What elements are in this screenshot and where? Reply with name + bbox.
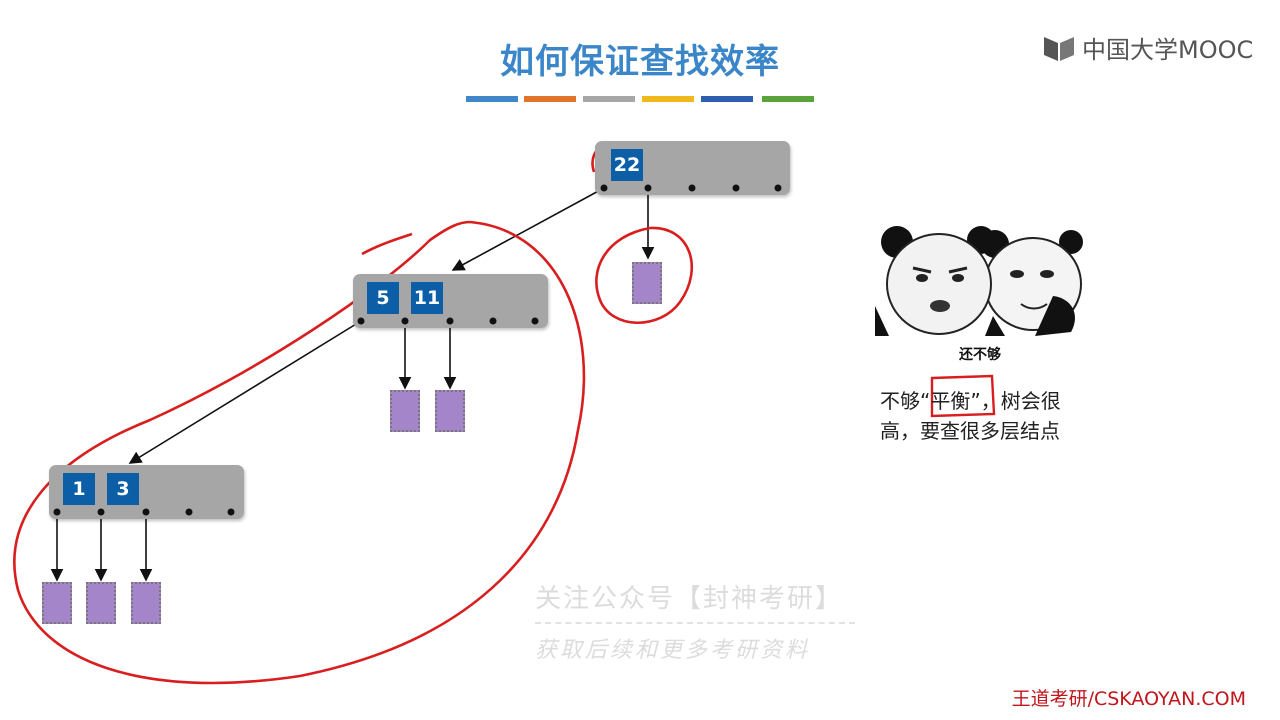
mid-key-11: 11 [411,282,443,314]
mid-ptr-dot-3 [489,317,497,325]
accent-bar-4 [642,96,694,102]
annotation-tick-mark [361,232,413,256]
left-key-1: 1 [63,473,95,505]
efficiency-note: 不够“平衡”，树会很 高，要查很多层结点 [880,386,1110,446]
left-ptr-dot-2 [142,508,150,516]
left-key-3: 3 [107,473,139,505]
panda-meme-image [875,226,1085,336]
leaf-block-mid-2 [435,390,465,432]
accent-bar-6 [762,96,814,102]
left-ptr-dot-4 [227,508,235,516]
accent-bar-5 [701,96,753,102]
logo-text: 中国大学MOOC [1082,36,1254,64]
left-ptr-dot-3 [185,508,193,516]
accent-bar-1 [466,96,518,102]
accent-bar-2 [524,96,576,102]
mid-ptr-dot-1 [401,317,409,325]
edge-root-to-mid [451,187,605,271]
mid-ptr-dot-2 [446,317,454,325]
note-text-balance: “平衡” [920,389,981,413]
watermark-line-1: 关注公众号【封神考研】 [535,584,844,614]
annotation-big-loop [13,220,586,685]
mid-ptr-dot-4 [531,317,539,325]
left-ptr-dot-1 [97,508,105,516]
root-ptr-dot-4 [774,184,782,192]
left-ptr-dot-0 [53,508,61,516]
accent-bar-3 [583,96,635,102]
leaf-block-left-2 [86,582,116,624]
mid-key-5: 5 [367,282,399,314]
note-text-a: 不够 [880,389,920,413]
root-ptr-dot-0 [600,184,608,192]
note-line-2: 高，要查很多层结点 [880,419,1060,443]
mooc-logo: 中国大学MOOC [1042,30,1253,65]
root-ptr-dot-3 [732,184,740,192]
root-ptr-dot-1 [644,184,652,192]
mid-ptr-dot-0 [357,317,365,325]
watermark-line-2: 获取后续和更多考研资料 [535,638,811,663]
footer-source: 王道考研/CSKAOYAN.COM [1011,688,1246,710]
leaf-block-mid-1 [390,390,420,432]
root-key-22: 22 [611,149,643,181]
note-line-1: 不够“平衡”，树会很 [880,386,1110,416]
leaf-block-root [632,262,662,304]
annotation-leaf-circle [595,226,694,324]
leaf-block-left-1 [42,582,72,624]
root-ptr-dot-2 [688,184,696,192]
note-text-c: ，树会很 [980,389,1061,413]
watermark-divider [535,622,855,624]
annotation-text-box [930,374,996,418]
mooc-book-icon [1044,36,1074,61]
leaf-block-left-3 [131,582,161,624]
edge-mid-to-left [128,320,362,464]
btree-mid-node: 5 11 [353,274,548,328]
meme-caption: 还不够 [959,347,1001,363]
slide-title: 如何保证查找效率 [500,42,780,82]
